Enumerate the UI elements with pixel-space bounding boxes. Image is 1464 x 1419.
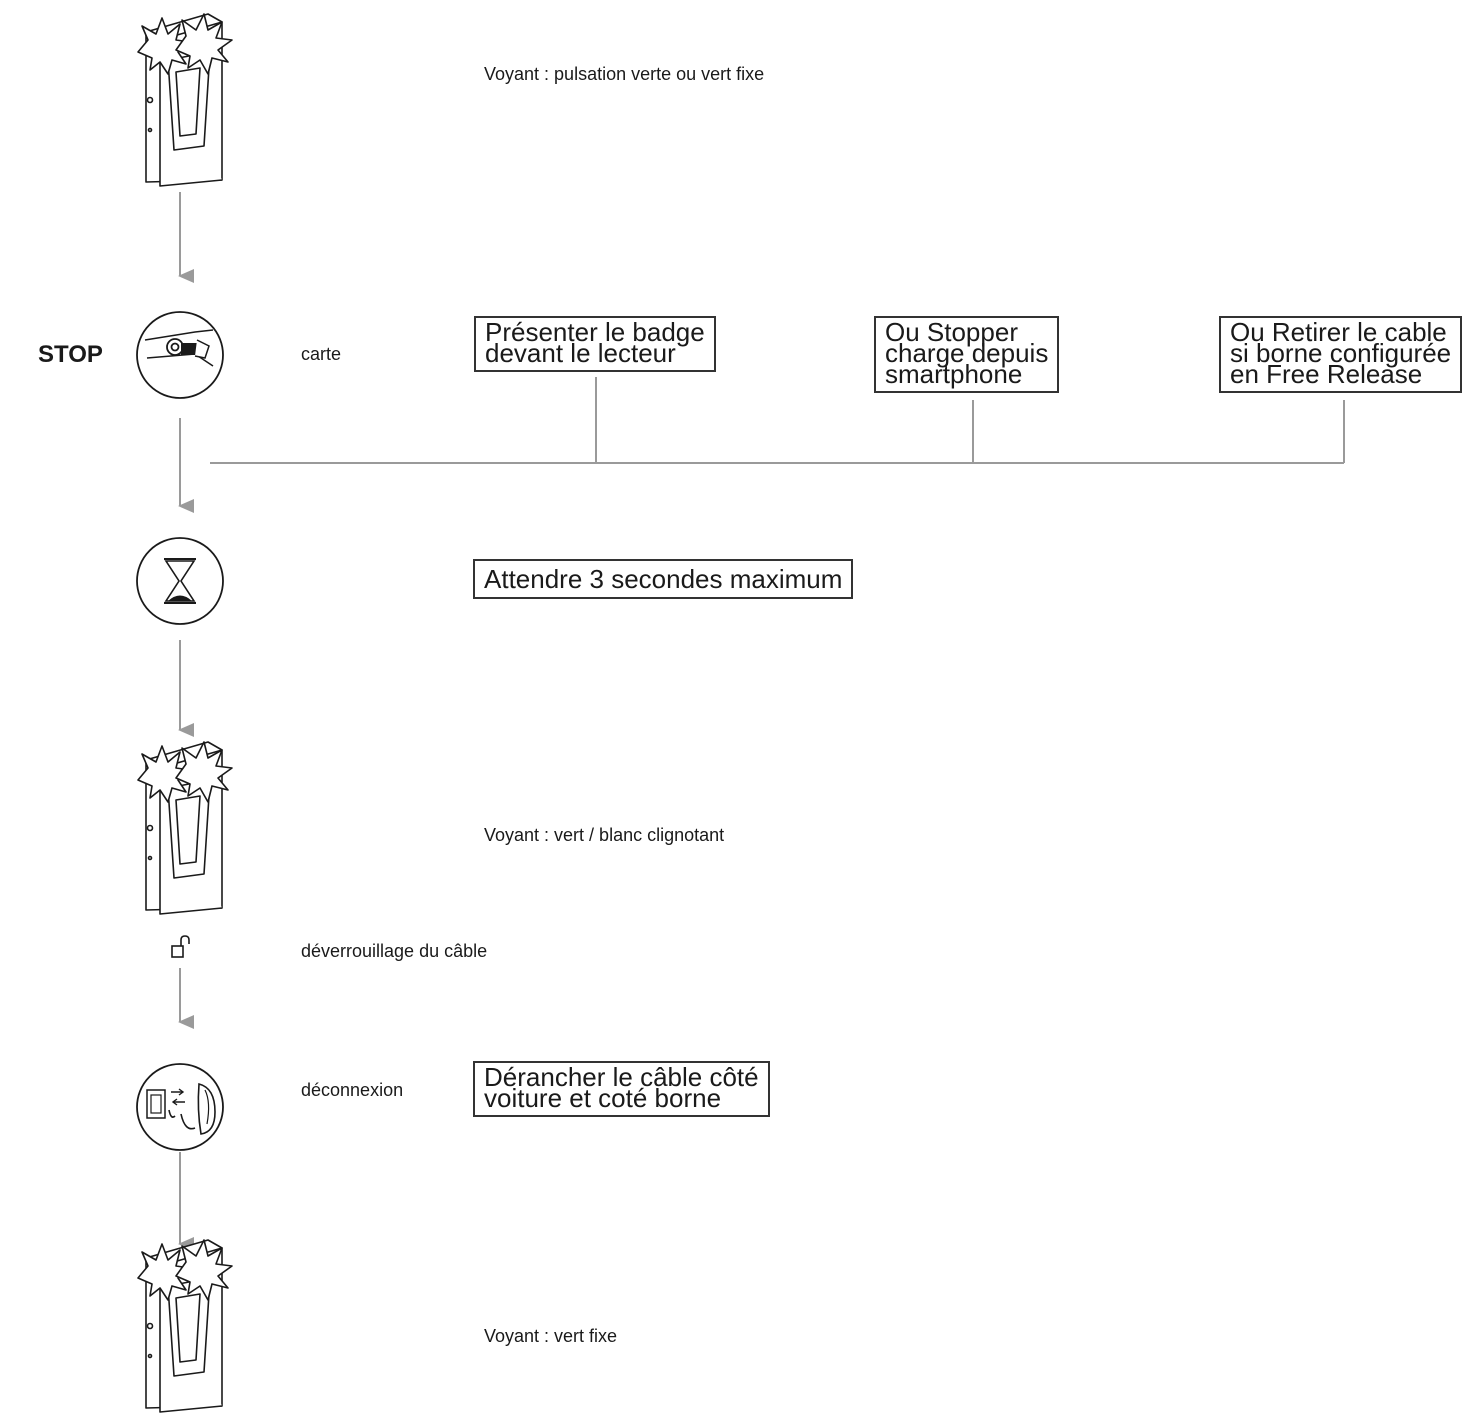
cable-disconnect-icon xyxy=(136,1063,224,1151)
step1-label: Voyant : pulsation verte ou vert fixe xyxy=(484,64,765,84)
wait-box: Attendre 3 secondes maximum xyxy=(473,559,854,599)
charging-station-flashing-icon xyxy=(137,1239,233,1413)
step6-label: Voyant : vert fixe xyxy=(484,1326,618,1346)
charging-station-flashing-icon xyxy=(137,13,233,187)
option-smartphone-box: Ou Stopper charge depuis smartphone xyxy=(874,316,1060,393)
step5-label: déconnexion xyxy=(301,1080,404,1100)
option-badge-box: Présenter le badge devant le lecteur xyxy=(474,316,716,372)
unlock-label: déverrouillage du câble xyxy=(301,941,488,961)
option-free-release-box: Ou Retirer le cable si borne configurée … xyxy=(1219,316,1463,393)
unlocked-padlock-icon xyxy=(171,935,190,958)
stop-label: STOP xyxy=(38,341,103,368)
card-reader-icon xyxy=(136,311,224,399)
step2-label: carte xyxy=(301,344,342,364)
step4-label: Voyant : vert / blanc clignotant xyxy=(484,825,725,845)
charging-station-flashing-icon xyxy=(137,741,233,915)
hourglass-icon xyxy=(136,537,224,625)
disconnect-box: Dérancher le câble côté voiture et coté … xyxy=(473,1061,770,1117)
